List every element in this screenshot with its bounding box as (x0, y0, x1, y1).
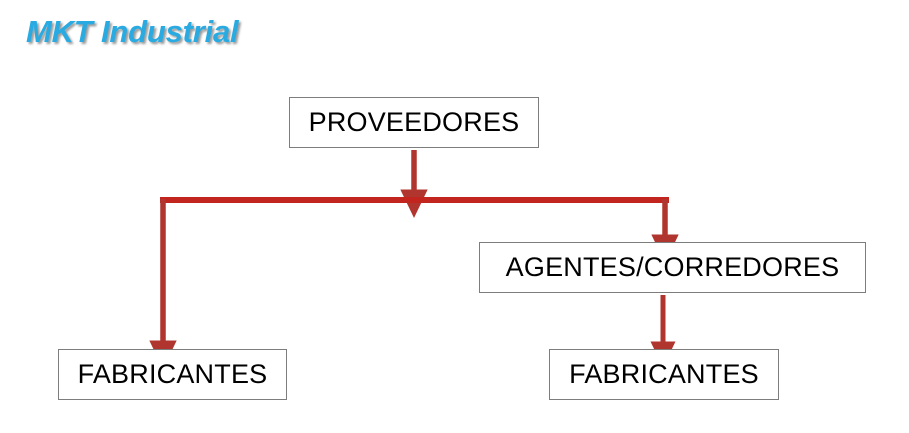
node-fabricantes-left-label: FABRICANTES (77, 359, 268, 389)
node-proveedores-label: PROVEEDORES (308, 107, 520, 137)
node-fabricantes-left[interactable]: FABRICANTES (58, 349, 287, 400)
node-agentes-corredores-label: AGENTES/CORREDORES (505, 252, 840, 282)
page-title: MKT Industrial (26, 14, 239, 49)
node-fabricantes-right[interactable]: FABRICANTES (549, 349, 779, 400)
node-agentes-corredores[interactable]: AGENTES/CORREDORES (479, 242, 866, 293)
node-fabricantes-right-label: FABRICANTES (569, 359, 759, 389)
node-proveedores[interactable]: PROVEEDORES (289, 97, 539, 148)
